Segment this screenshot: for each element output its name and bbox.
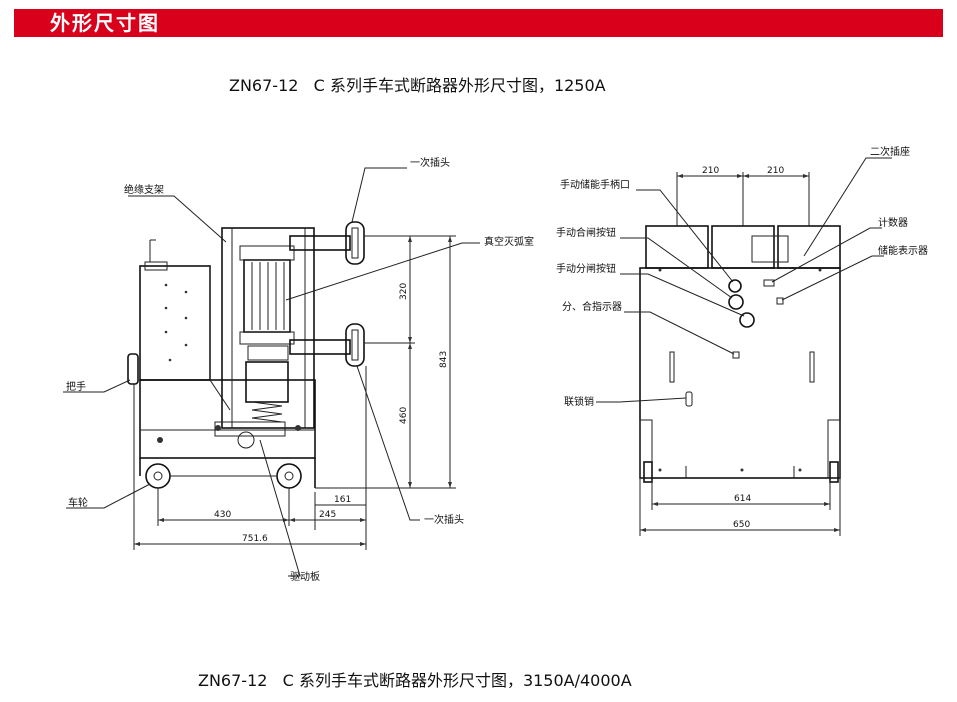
label-manual-open-button: 手动分闸按钮 [556, 262, 616, 275]
page-title: 外形尺寸图 [50, 11, 160, 35]
label-secondary-socket: 二次插座 [870, 145, 910, 158]
front-view-drawing: 210 210 614 650 二次插座 手动储能手柄口 手动合闸按钮 手动分闸… [556, 145, 928, 536]
label-counter: 计数器 [878, 216, 908, 229]
label-charge-indicator: 储能表示器 [878, 244, 928, 257]
front-panel [639, 267, 841, 479]
header-bar: 外形尺寸图 [14, 9, 943, 37]
label-manual-close-button: 手动合闸按钮 [556, 226, 616, 239]
insulating-frame [221, 227, 315, 429]
close-button [728, 294, 744, 310]
phase-housing-left [645, 225, 709, 269]
lower-plug [345, 323, 365, 367]
label-primary-plug-bottom: 一次插头 [424, 513, 464, 526]
top-caption: ZN67-12 C 系列手车式断路器外形尺寸图，1250A [229, 76, 606, 95]
dim-460: 460 [399, 407, 409, 424]
handle-grip [127, 353, 139, 385]
bottom-caption: ZN67-12 C 系列手车式断路器外形尺寸图，3150A/4000A [198, 671, 632, 690]
wheel-right [276, 463, 302, 489]
label-insulating-support: 绝缘支架 [124, 183, 164, 196]
lower-conductor [289, 339, 351, 355]
label-vacuum-interrupter: 真空灭弧室 [484, 235, 534, 248]
upper-conductor [289, 235, 351, 251]
dim-843: 843 [439, 351, 449, 368]
dim-650: 650 [733, 520, 750, 530]
side-view-drawing: 320 843 460 161 430 245 751.6 一次插头 绝缘支架 … [63, 156, 534, 583]
label-interlock-pin: 联锁销 [564, 395, 594, 408]
chassis [139, 379, 316, 459]
label-handle: 把手 [66, 380, 86, 393]
label-wheel: 车轮 [68, 496, 88, 509]
dim-614: 614 [734, 494, 751, 504]
dim-161: 161 [334, 495, 351, 505]
dim-245: 245 [319, 510, 336, 520]
dim-430: 430 [214, 510, 231, 520]
vacuum-interrupter [243, 259, 291, 333]
label-drive-plate: 驱动板 [290, 570, 320, 583]
dim-751-6: 751.6 [242, 534, 268, 544]
dim-210-left: 210 [702, 166, 719, 176]
label-manual-charge-handle: 手动储能手柄口 [560, 178, 630, 191]
open-close-indicator-window [732, 351, 740, 359]
open-button [739, 312, 755, 328]
upper-plug [345, 221, 365, 265]
mechanism-box [139, 265, 211, 381]
dim-320: 320 [399, 283, 409, 300]
label-primary-plug-top: 一次插头 [410, 156, 450, 169]
charge-handle-port [728, 279, 742, 293]
counter-window [763, 279, 775, 287]
lower-insulator [245, 361, 289, 403]
charge-indicator-window [776, 297, 784, 305]
label-open-close-indicator: 分、合指示器 [562, 300, 622, 313]
dim-210-right: 210 [767, 166, 784, 176]
interlock-pin [685, 391, 693, 407]
